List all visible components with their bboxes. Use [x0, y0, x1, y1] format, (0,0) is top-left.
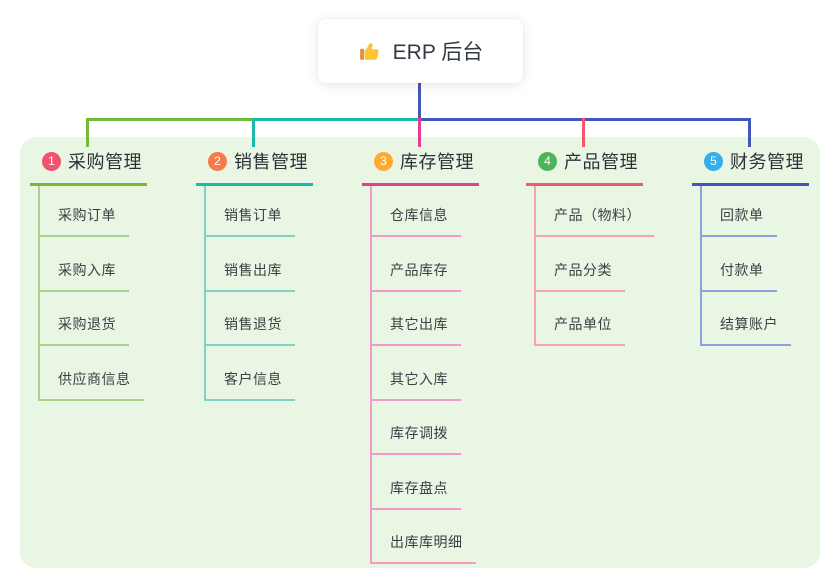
- child-node[interactable]: 其它入库: [372, 346, 476, 401]
- branch-2-children: 销售订单销售出库销售退货客户信息: [204, 186, 295, 401]
- child-node-label: 产品库存: [372, 260, 461, 292]
- child-node-label: 其它入库: [372, 369, 461, 401]
- branch-3: 3 库存管理仓库信息产品库存其它出库其它入库库存调拨库存盘点出库库明细: [362, 148, 479, 564]
- thumbs-up-icon: [358, 39, 383, 64]
- child-node-label: 其它出库: [372, 314, 461, 346]
- branch-5-badge: 5: [704, 151, 723, 171]
- branches-panel: [20, 137, 820, 568]
- connector-drop-branch-5: [748, 117, 751, 147]
- child-node[interactable]: 付款单: [702, 237, 791, 292]
- child-node[interactable]: 库存盘点: [372, 455, 476, 510]
- branch-3-title: 库存管理: [400, 152, 474, 172]
- child-node[interactable]: 销售退货: [206, 292, 295, 346]
- branch-2-header[interactable]: 2 销售管理: [196, 148, 313, 186]
- child-node[interactable]: 采购入库: [40, 237, 144, 292]
- branch-3-header[interactable]: 3 库存管理: [362, 148, 479, 186]
- branch-1: 1 采购管理采购订单采购入库采购退货供应商信息: [30, 148, 147, 401]
- branch-5: 5 财务管理回款单付款单结算账户: [692, 148, 809, 346]
- child-node-label: 仓库信息: [372, 205, 461, 237]
- branch-2-badge: 2: [208, 151, 227, 171]
- child-node-label: 销售订单: [206, 205, 295, 237]
- branch-1-badge: 1: [42, 151, 61, 171]
- branch-5-title: 财务管理: [730, 152, 804, 172]
- child-node-label: 产品分类: [536, 260, 625, 292]
- branch-4-children: 产品（物料） 产品分类产品单位: [534, 186, 654, 346]
- branch-4-badge: 4: [538, 151, 557, 171]
- child-node[interactable]: 采购退货: [40, 292, 144, 346]
- child-node-label: 出库库明细: [372, 532, 476, 564]
- child-node[interactable]: 销售出库: [206, 237, 295, 292]
- child-node[interactable]: 销售订单: [206, 186, 295, 237]
- child-node[interactable]: 采购订单: [40, 186, 144, 237]
- branch-3-children: 仓库信息产品库存其它出库其它入库库存调拨库存盘点出库库明细: [370, 186, 476, 564]
- child-node-label: 产品单位: [536, 314, 625, 346]
- connector-drop-branch-3: [418, 117, 421, 147]
- child-node[interactable]: 供应商信息: [40, 346, 144, 401]
- child-node-label: 库存调拨: [372, 423, 461, 455]
- child-node-label: 库存盘点: [372, 478, 461, 510]
- child-node-label: 销售出库: [206, 260, 295, 292]
- child-node[interactable]: 回款单: [702, 186, 791, 237]
- child-node[interactable]: 产品库存: [372, 237, 476, 292]
- connector-horizontal-green: [86, 117, 252, 121]
- branch-1-title: 采购管理: [68, 152, 142, 172]
- connector-drop-branch-1: [86, 117, 89, 147]
- connector-drop-branch-2: [252, 117, 255, 147]
- child-node[interactable]: 产品分类: [536, 237, 654, 292]
- child-node-label: 销售退货: [206, 314, 295, 346]
- child-node[interactable]: 仓库信息: [372, 186, 476, 237]
- branch-4-header[interactable]: 4 产品管理: [526, 148, 643, 186]
- child-node-label: 采购订单: [40, 205, 129, 237]
- child-node-label: 供应商信息: [40, 369, 144, 401]
- child-node[interactable]: 产品单位: [536, 292, 654, 346]
- branch-5-children: 回款单付款单结算账户: [700, 186, 791, 346]
- child-node-label: 结算账户: [702, 314, 791, 346]
- root-node-label: ERP 后台: [392, 41, 484, 64]
- branch-4-title: 产品管理: [564, 152, 638, 172]
- root-node[interactable]: ERP 后台: [318, 19, 523, 83]
- child-node-label: 采购退货: [40, 314, 129, 346]
- child-node-label: 付款单: [702, 260, 777, 292]
- child-node[interactable]: 客户信息: [206, 346, 295, 401]
- child-node-label: 客户信息: [206, 369, 295, 401]
- branch-2: 2 销售管理销售订单销售出库销售退货客户信息: [196, 148, 313, 401]
- branch-4: 4 产品管理产品（物料） 产品分类产品单位: [526, 148, 654, 346]
- child-node-label: 采购入库: [40, 260, 129, 292]
- branch-1-children: 采购订单采购入库采购退货供应商信息: [38, 186, 144, 401]
- child-node[interactable]: 库存调拨: [372, 401, 476, 455]
- connector-horizontal-teal: [252, 117, 418, 121]
- child-node-label: 回款单: [702, 205, 777, 237]
- branch-1-header[interactable]: 1 采购管理: [30, 148, 147, 186]
- connector-drop-branch-4: [582, 117, 585, 147]
- child-node[interactable]: 产品（物料）: [536, 186, 654, 237]
- branch-5-header[interactable]: 5 财务管理: [692, 148, 809, 186]
- child-node[interactable]: 其它出库: [372, 292, 476, 346]
- root-connector-vertical: [417, 83, 421, 121]
- child-node[interactable]: 结算账户: [702, 292, 791, 346]
- child-node-label: 产品（物料）: [536, 205, 654, 237]
- child-node[interactable]: 出库库明细: [372, 510, 476, 564]
- branch-3-badge: 3: [374, 151, 393, 171]
- branch-2-title: 销售管理: [234, 152, 308, 172]
